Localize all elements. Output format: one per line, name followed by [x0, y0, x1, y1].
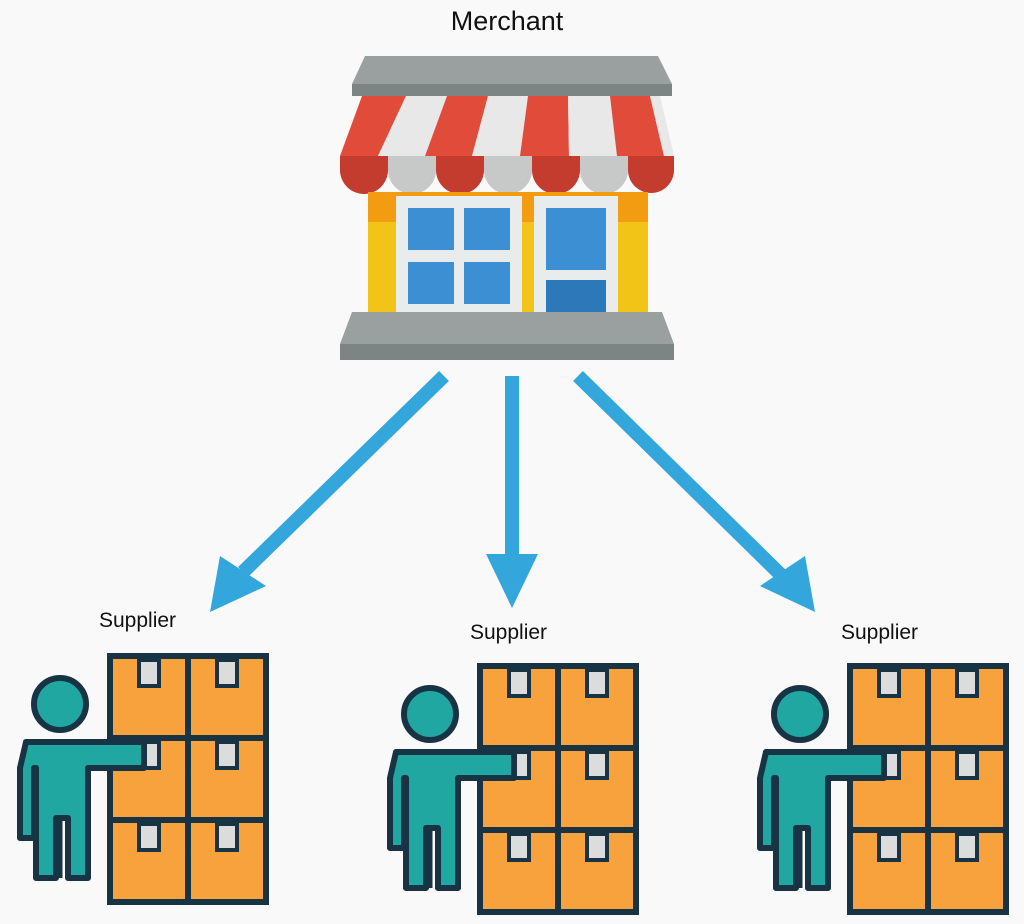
supplier-label-2: Supplier [470, 621, 548, 644]
merchant-label: Merchant [450, 6, 564, 36]
warehouse-worker-icon [760, 666, 1006, 912]
arrows [210, 370, 815, 612]
supplier-label-3: Supplier [841, 621, 919, 644]
supplier-label-1: Supplier [99, 609, 177, 632]
warehouse-worker-icon [390, 666, 636, 912]
storefront-icon [340, 56, 674, 360]
warehouse-worker-icon [20, 656, 266, 902]
